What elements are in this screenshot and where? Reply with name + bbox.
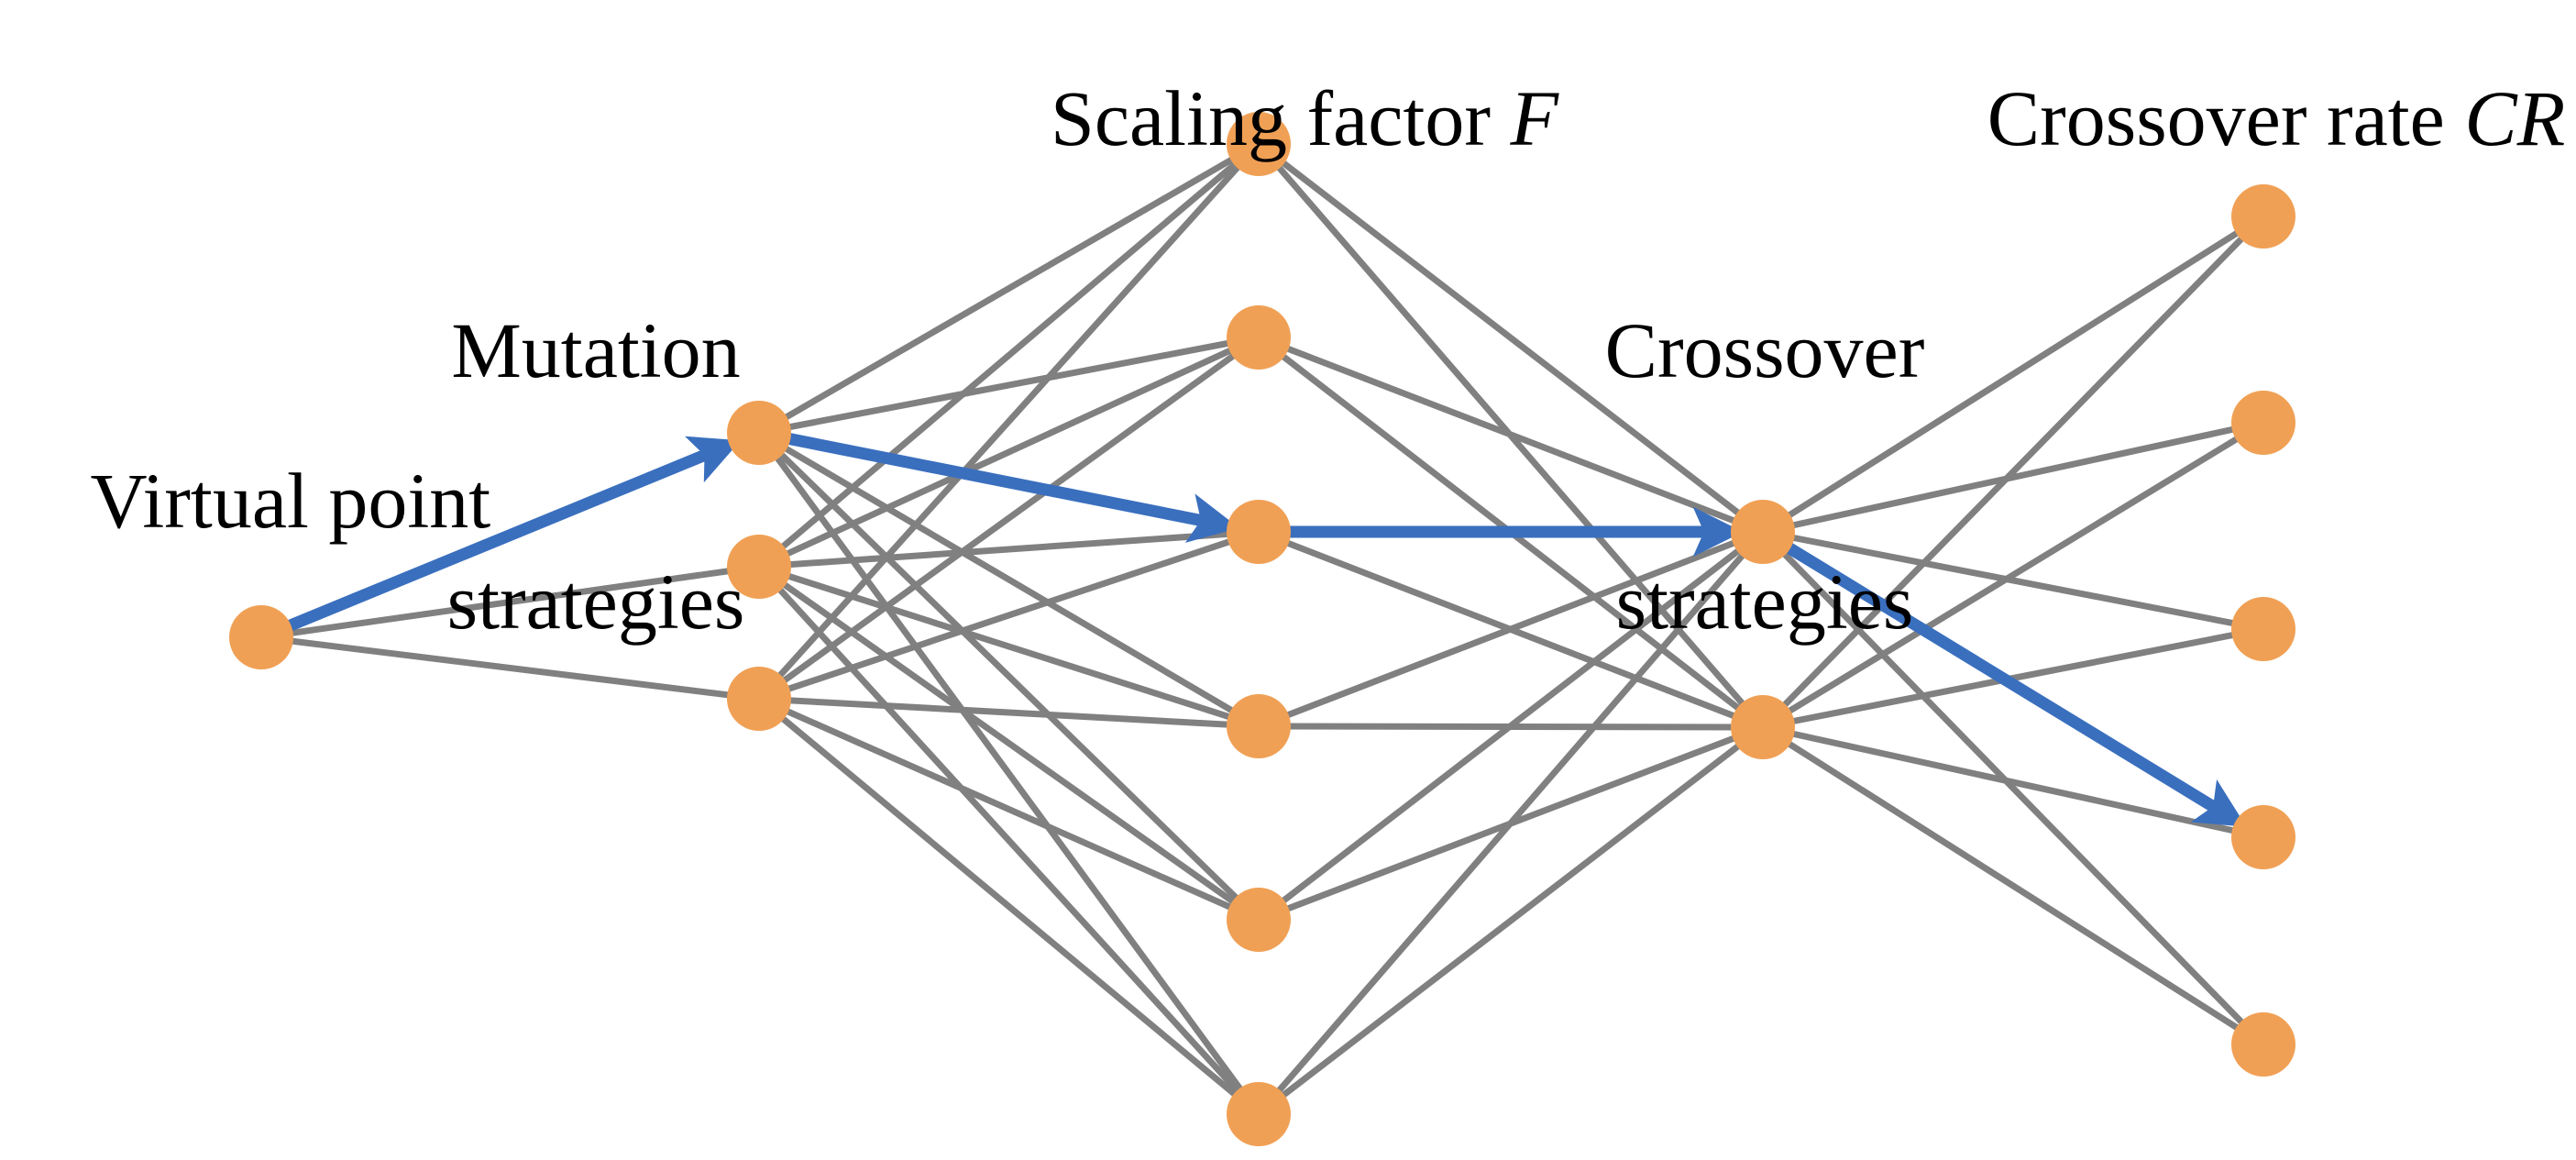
edge bbox=[757, 334, 1260, 570]
node-f6[interactable] bbox=[1227, 1082, 1291, 1146]
edge bbox=[756, 335, 1261, 702]
edge bbox=[757, 429, 1260, 730]
edges-layer bbox=[260, 140, 2266, 1117]
edge bbox=[1762, 528, 2264, 633]
node-r5[interactable] bbox=[2231, 1012, 2295, 1077]
node-v1[interactable] bbox=[229, 605, 293, 669]
edge bbox=[758, 528, 1260, 570]
highlight-path-layer bbox=[285, 432, 2247, 827]
edge bbox=[756, 141, 1261, 569]
label-scaling-factor-text: Scaling factor bbox=[1051, 74, 1511, 163]
node-m1[interactable] bbox=[727, 401, 791, 465]
edge bbox=[758, 334, 1260, 436]
edge bbox=[757, 695, 1260, 923]
edge bbox=[756, 430, 1261, 1117]
node-c1[interactable] bbox=[1731, 500, 1795, 564]
highlight-arrow bbox=[1784, 541, 2247, 827]
node-r1[interactable] bbox=[2231, 184, 2295, 249]
edge bbox=[1762, 724, 2264, 841]
highlight-arrow bbox=[786, 432, 1239, 543]
edge bbox=[1256, 529, 1766, 1117]
node-f2[interactable] bbox=[1227, 305, 1291, 370]
label-crossover-strategies-line1: Crossover bbox=[1604, 306, 1925, 395]
edge bbox=[756, 141, 1261, 702]
edge bbox=[1257, 528, 1765, 730]
node-r3[interactable] bbox=[2231, 597, 2295, 661]
label-crossover-strategies: Crossover strategies bbox=[1549, 142, 1980, 811]
node-r4[interactable] bbox=[2231, 805, 2295, 869]
edge bbox=[1257, 334, 1765, 536]
label-scaling-factor: Scaling factor F bbox=[972, 0, 1558, 244]
node-f3[interactable] bbox=[1227, 500, 1291, 564]
edge bbox=[757, 563, 1260, 730]
node-r2[interactable] bbox=[2231, 391, 2295, 455]
label-crossover-rate-symbol: CR bbox=[2464, 74, 2566, 163]
edge bbox=[1760, 214, 2266, 730]
edge bbox=[756, 564, 1261, 1117]
node-m2[interactable] bbox=[727, 535, 791, 599]
edge bbox=[1762, 419, 2264, 536]
highlight-arrow bbox=[285, 436, 741, 633]
edge bbox=[756, 430, 1261, 922]
edge bbox=[260, 563, 760, 641]
node-f4[interactable] bbox=[1227, 694, 1291, 758]
node-f5[interactable] bbox=[1227, 888, 1291, 952]
edge bbox=[260, 634, 760, 702]
label-crossover-rate: Crossover rate CR bbox=[1888, 0, 2576, 244]
label-mutation-line2: strategies bbox=[446, 557, 745, 646]
edge bbox=[757, 528, 1260, 702]
label-virtual-point-text: Virtual point bbox=[90, 457, 491, 546]
label-virtual-point: Virtual point bbox=[13, 376, 490, 626]
node-m3[interactable] bbox=[727, 667, 791, 731]
edge bbox=[756, 564, 1261, 922]
label-scaling-factor-symbol: F bbox=[1510, 74, 1559, 163]
edge bbox=[757, 140, 1260, 436]
node-f1[interactable] bbox=[1227, 112, 1291, 176]
edge bbox=[758, 695, 1260, 730]
node-c2[interactable] bbox=[1731, 695, 1795, 759]
label-crossover-rate-text: Crossover rate bbox=[1987, 74, 2465, 163]
edge bbox=[1761, 214, 2265, 535]
edge bbox=[1761, 724, 2265, 1047]
edge bbox=[1761, 420, 2265, 730]
edge bbox=[1256, 529, 1766, 922]
edge bbox=[1256, 724, 1766, 1117]
edge bbox=[1256, 141, 1766, 535]
label-crossover-strategies-line2: strategies bbox=[1615, 557, 1914, 646]
edge bbox=[756, 696, 1261, 1117]
edge bbox=[1760, 529, 2266, 1047]
nodes-layer bbox=[229, 112, 2295, 1146]
label-mutation-line1: Mutation bbox=[451, 306, 741, 395]
label-mutation-strategies: Mutation strategies bbox=[358, 142, 834, 811]
